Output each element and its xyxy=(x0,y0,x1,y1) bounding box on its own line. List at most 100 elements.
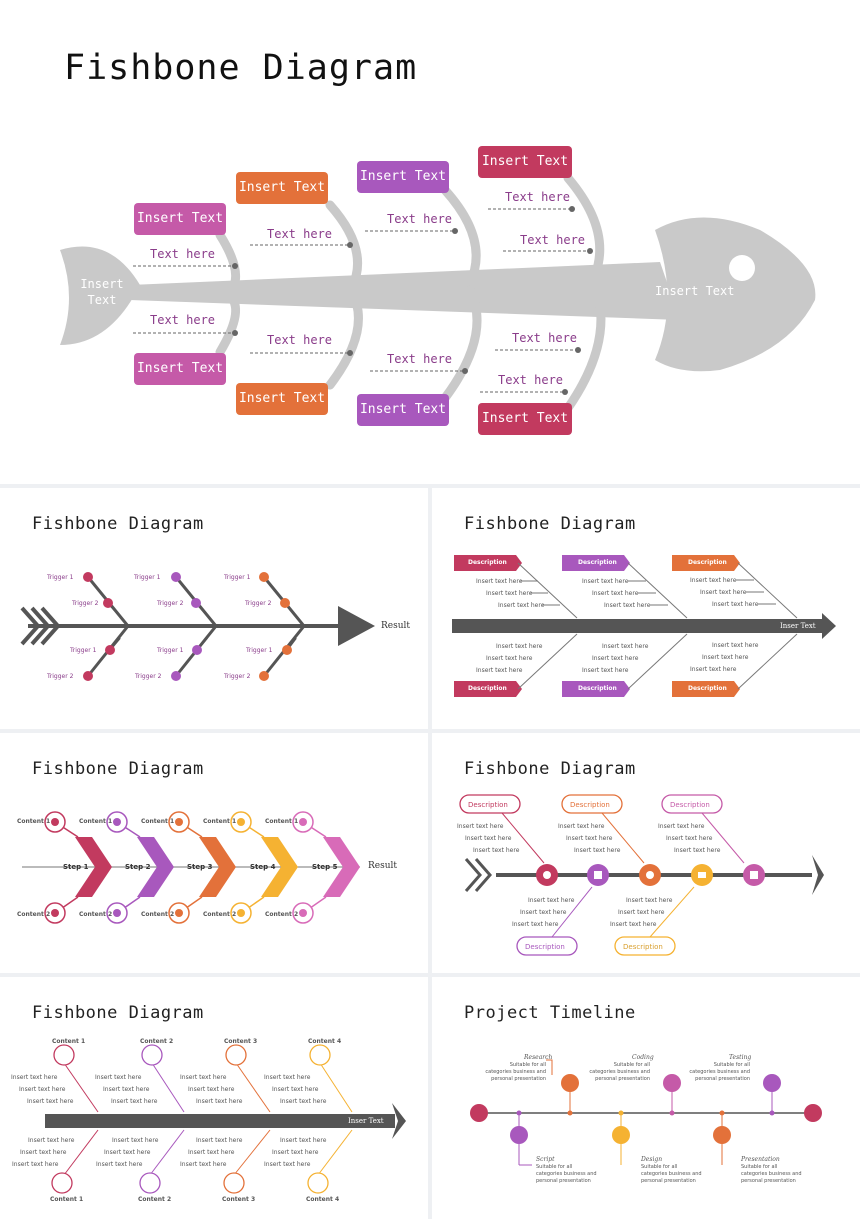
content-label: Content 2 xyxy=(141,911,175,918)
trigger-label: Trigger 2 xyxy=(47,673,74,680)
text-line: Insert text here xyxy=(180,1161,227,1168)
hero-slide: Fishbone Diagram xyxy=(0,0,860,484)
icon-fishbone-diagram xyxy=(459,794,824,956)
description-tag: Description xyxy=(468,559,507,566)
note-text: Text here xyxy=(498,373,564,387)
text-line: Insert text here xyxy=(582,578,629,585)
text-line: Insert text here xyxy=(486,590,533,597)
trigger-label: Trigger 1 xyxy=(134,574,161,581)
phase-label: Research xyxy=(524,1054,553,1061)
note-text: Text here xyxy=(505,190,571,204)
content-label: Content 4 xyxy=(306,1196,340,1203)
trigger-label: Trigger 1 xyxy=(224,574,251,581)
text-line: Insert text here xyxy=(690,577,737,584)
slide-trigger-fishbone: Fishbone Diagram xyxy=(0,488,428,729)
text-line: Insert text here xyxy=(702,654,749,661)
slide-title: Fishbone Diagram xyxy=(32,1003,204,1023)
cause-box[interactable]: Insert Text xyxy=(236,383,328,415)
note-text: Text here xyxy=(267,227,333,241)
text-line: Insert text here xyxy=(604,602,651,609)
text-line: Insert text here xyxy=(111,1098,158,1105)
description-pill: Description xyxy=(570,801,610,809)
text-line: Insert text here xyxy=(496,643,543,650)
content-label: Content 4 xyxy=(308,1038,342,1045)
cause-box[interactable]: Insert Text xyxy=(357,394,449,426)
text-line: Insert text here xyxy=(27,1098,74,1105)
cause-box[interactable]: Insert Text xyxy=(236,172,328,204)
text-line: Insert text here xyxy=(582,667,629,674)
content-label: Content 1 xyxy=(17,818,51,825)
description-pill: Description xyxy=(525,943,565,951)
trigger-label: Trigger 2 xyxy=(245,600,272,607)
content-label: Content 2 xyxy=(140,1038,174,1045)
text-line: Insert text here xyxy=(610,921,657,928)
step-label: Step 1 xyxy=(63,863,89,871)
trigger-label: Trigger 2 xyxy=(135,673,162,680)
slide-description-fishbone: Fishbone Diagram Inser Text Description … xyxy=(432,488,860,729)
cause-box[interactable]: Insert Text xyxy=(357,161,449,193)
phase-label: Design xyxy=(641,1156,663,1163)
text-line: Insert text here xyxy=(592,590,639,597)
description-tag: Description xyxy=(688,685,727,692)
cause-box[interactable]: Insert Text xyxy=(478,403,572,435)
text-line: Insert text here xyxy=(566,835,613,842)
step-label: Step 5 xyxy=(312,863,338,871)
text-line: Insert text here xyxy=(658,823,705,830)
cause-box[interactable]: Insert Text xyxy=(134,353,226,385)
text-line: Insert text here xyxy=(512,921,559,928)
text-line: Insert text here xyxy=(96,1161,143,1168)
content-label: Content 3 xyxy=(222,1196,256,1203)
phase-description: Suitable for all categories business and… xyxy=(485,1062,546,1082)
separator xyxy=(0,484,860,488)
text-line: Insert text here xyxy=(666,835,713,842)
arrow-label: Inser Text xyxy=(780,622,816,630)
slide-steps-fishbone: Fishbone Diagram xyxy=(0,733,428,973)
slide-icon-fishbone: Fishbone Diagram xyxy=(432,733,860,973)
text-line: Insert text here xyxy=(690,666,737,673)
text-line: Insert text here xyxy=(11,1074,58,1081)
text-line: Insert text here xyxy=(520,909,567,916)
result-label: Result xyxy=(368,861,398,871)
text-line: Insert text here xyxy=(188,1149,235,1156)
cause-box[interactable]: Insert Text xyxy=(134,203,226,235)
content-label: Content 1 xyxy=(52,1038,86,1045)
content-label: Content 2 xyxy=(203,911,237,918)
text-line: Insert text here xyxy=(602,643,649,650)
text-line: Insert text here xyxy=(528,897,575,904)
text-line: Insert text here xyxy=(465,835,512,842)
note-text: Text here xyxy=(520,233,586,247)
step-label: Step 4 xyxy=(250,863,276,871)
phase-description: Suitable for all categories business and… xyxy=(536,1164,597,1184)
text-line: Insert text here xyxy=(498,602,545,609)
text-line: Insert text here xyxy=(674,847,721,854)
note-text: Text here xyxy=(387,212,453,226)
timeline-diagram xyxy=(470,1059,822,1166)
text-line: Insert text here xyxy=(280,1137,327,1144)
slide-content-fishbone: Fishbone Diagram Inser Text Content 1 Co… xyxy=(0,977,428,1219)
content-diagram xyxy=(45,1044,406,1194)
text-line: Insert text here xyxy=(618,909,665,916)
description-pill: Description xyxy=(468,801,508,809)
phase-label: Script xyxy=(536,1156,555,1163)
description-tag: Description xyxy=(578,685,617,692)
trigger-label: Trigger 1 xyxy=(70,647,97,654)
text-line: Insert text here xyxy=(712,601,759,608)
text-line: Insert text here xyxy=(196,1137,243,1144)
trigger-label: Trigger 2 xyxy=(72,600,99,607)
text-line: Insert text here xyxy=(473,847,520,854)
content-label: Content 1 xyxy=(141,818,175,825)
text-line: Insert text here xyxy=(12,1161,59,1168)
text-line: Insert text here xyxy=(280,1098,327,1105)
text-line: Insert text here xyxy=(103,1086,150,1093)
cause-box[interactable]: Insert Text xyxy=(478,146,572,178)
tail-label: Insert Text xyxy=(80,277,124,307)
text-line: Insert text here xyxy=(19,1086,66,1093)
slide-title: Fishbone Diagram xyxy=(32,514,204,534)
description-tag: Description xyxy=(688,559,727,566)
slide-title: Project Timeline xyxy=(464,1003,636,1023)
steps-diagram xyxy=(22,811,360,924)
content-label: Content 2 xyxy=(265,911,299,918)
slide-project-timeline: Project Timeline xyxy=(432,977,860,1219)
note-text: Text here xyxy=(512,331,578,345)
text-line: Insert text here xyxy=(712,642,759,649)
